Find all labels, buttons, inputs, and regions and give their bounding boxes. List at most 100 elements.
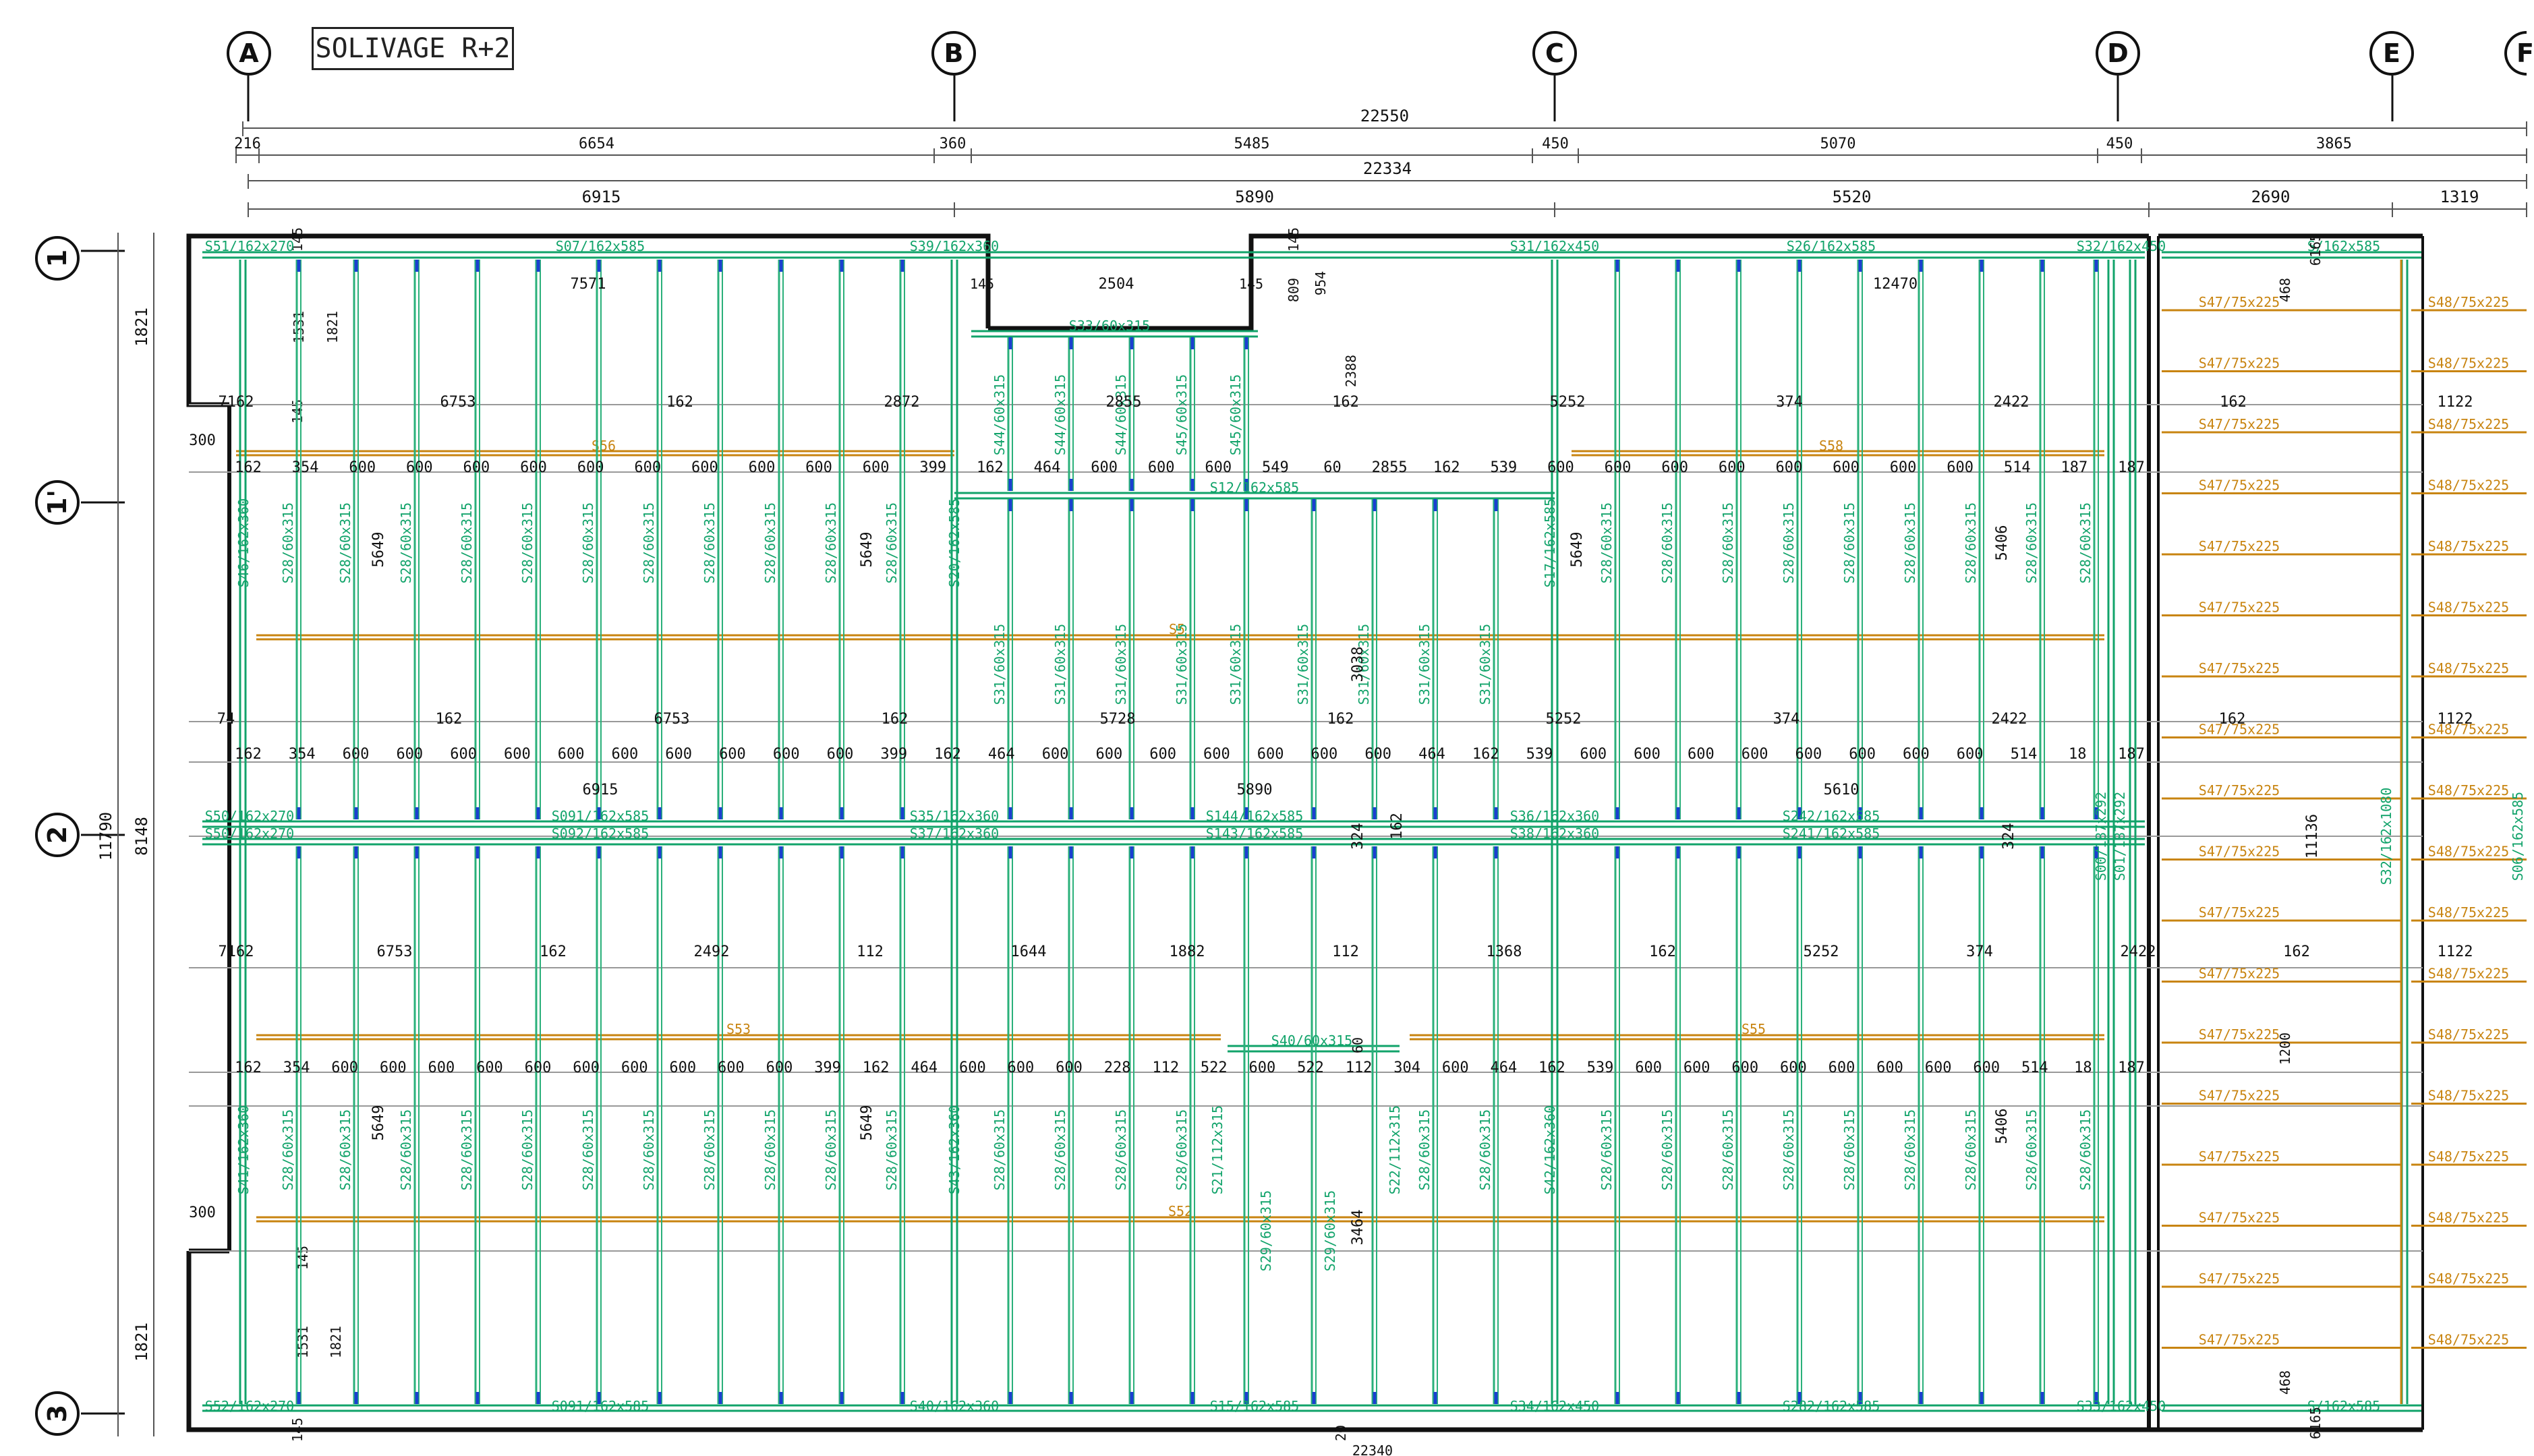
- beam-label: S42/162x360: [1542, 1105, 1558, 1194]
- beam-label: S091/162x585: [552, 808, 650, 824]
- dim-bays-value: 6915: [582, 187, 621, 206]
- beam-label: S17/162x585: [1542, 498, 1558, 587]
- dim-seq-1: 600: [1775, 459, 1802, 476]
- dim-seq-3: 112: [1346, 1059, 1373, 1076]
- beam-label: S40/162x360: [910, 1398, 999, 1414]
- right-bay-label: S47/75x225: [2199, 1148, 2280, 1165]
- right-bay-label: S48/75x225: [2428, 600, 2509, 616]
- dim-seq-2: 600: [343, 746, 370, 763]
- joist-label: S28/60x315: [991, 1109, 1008, 1190]
- dim-misc: 468: [2277, 1370, 2293, 1395]
- dim-seq-3: 354: [283, 1059, 310, 1076]
- wall-outer-north-left: [186, 233, 991, 407]
- beam-label: S22/112x315: [1387, 1105, 1403, 1194]
- beam-label: S33/162x450: [2077, 1398, 2166, 1414]
- dim-misc: 162: [1389, 813, 1406, 840]
- beam-label: S36/162x360: [1510, 808, 1599, 824]
- dim-left-offset-top: 300: [189, 432, 216, 449]
- dim-seq-3: 600: [959, 1059, 986, 1076]
- dim-row-a-bot: 1122: [2438, 711, 2473, 728]
- beam-label: S38/162x360: [1510, 825, 1599, 842]
- joist-label: S31/60x315: [1228, 624, 1244, 705]
- dim-seq-2: 354: [289, 746, 316, 763]
- beam-label: S34/162x450: [1510, 1398, 1599, 1414]
- right-bay-label: S47/75x225: [2199, 1210, 2280, 1226]
- dim-seq-3: 464: [911, 1059, 938, 1076]
- dim-seq-1: 549: [1262, 459, 1289, 476]
- joist-label: S29/60x315: [1322, 1190, 1338, 1271]
- dim-row-a-top: 162: [666, 394, 693, 411]
- right-bay-label: S48/75x225: [2428, 660, 2509, 676]
- right-bay-label: S48/75x225: [2428, 355, 2509, 372]
- dim-seq-2: 600: [827, 746, 854, 763]
- dim-seq-1: 600: [805, 459, 832, 476]
- dim-seq-2: 600: [719, 746, 746, 763]
- axis-bubble-2: 2: [35, 813, 80, 857]
- dim-seq-1: 600: [1833, 459, 1860, 476]
- dim-misc: 22340: [1352, 1443, 1393, 1456]
- dim-row-a-bot: 162: [436, 711, 463, 728]
- dim-seq-2: 600: [612, 746, 639, 763]
- joist-label: S28/60x315: [337, 502, 353, 583]
- beam-label: S33/60x315: [1069, 318, 1150, 334]
- dim-small: 145: [289, 227, 306, 252]
- dim-misc: 954: [1313, 271, 1329, 295]
- joist-label: S31/60x315: [1416, 624, 1433, 705]
- dim-misc: 7571: [571, 276, 606, 293]
- dim-seq-2: 187: [2118, 746, 2145, 763]
- dim-row-a-bot: 74: [217, 711, 235, 728]
- joist-label: S28/60x315: [519, 502, 536, 583]
- dim-row-a-bot: 5252: [1546, 711, 1582, 728]
- joist-label: S28/60x315: [762, 1109, 778, 1190]
- beam-label: S282/162x585: [1783, 1398, 1880, 1414]
- beam-label: S144/162x585: [1206, 808, 1304, 824]
- dim-row-a-top: 162: [1332, 394, 1359, 411]
- joist-label: S28/60x315: [884, 502, 900, 583]
- dim-row-b: 2422: [2121, 943, 2156, 960]
- dim-misc: 12470: [1873, 276, 1918, 293]
- dim-misc: 5649: [859, 532, 875, 568]
- dim-misc: 468: [2277, 278, 2293, 302]
- joist-label: S28/60x315: [1902, 502, 1918, 583]
- dim-row-a-bot: 162: [1327, 711, 1354, 728]
- dim-seq-3: 600: [1876, 1059, 1903, 1076]
- beam-label: S43/162x360: [946, 1105, 962, 1194]
- dim-row-b: 374: [1966, 943, 1993, 960]
- brace-label: S53: [726, 1021, 751, 1037]
- joist-label: S28/60x315: [823, 1109, 839, 1190]
- dim-seq-1: 600: [349, 459, 376, 476]
- right-bay-label: S47/75x225: [2199, 477, 2280, 494]
- joist-label: S44/60x315: [991, 374, 1008, 455]
- beam-label: S01/187x292: [2112, 792, 2128, 881]
- joist-label: S28/60x315: [1963, 1109, 1979, 1190]
- dim-seq-1: 187: [2118, 459, 2145, 476]
- dim-row-a-top: 5252: [1550, 394, 1586, 411]
- dim-seq-2: 600: [1688, 746, 1715, 763]
- dim-seq-3: 162: [1538, 1059, 1565, 1076]
- dim-seq-2: 600: [450, 746, 477, 763]
- dim-seq-1: 600: [520, 459, 547, 476]
- dim-seq-3: 600: [1683, 1059, 1710, 1076]
- joist-label: S28/60x315: [398, 1109, 414, 1190]
- right-bay-label: S47/75x225: [2199, 294, 2280, 310]
- dim-row-b: 1368: [1487, 943, 1522, 960]
- dim-seq-3: 228: [1104, 1059, 1131, 1076]
- dim-misc: 809: [1286, 278, 1302, 302]
- dim-misc: 6165: [2307, 1407, 2324, 1439]
- dim-seq-3: 600: [718, 1059, 745, 1076]
- dim-seq-2: 600: [773, 746, 800, 763]
- dim-seq-3: 522: [1297, 1059, 1324, 1076]
- dim-seq-2: 600: [1257, 746, 1284, 763]
- joist-label: S28/60x315: [1477, 1109, 1493, 1190]
- dim-seq-1: 600: [749, 459, 776, 476]
- dim-seq-2: 162: [1472, 746, 1499, 763]
- joist-label: S28/60x315: [1841, 502, 1858, 583]
- joist-label: S28/60x315: [2023, 1109, 2040, 1190]
- dim-seq-3: 600: [1249, 1059, 1276, 1076]
- joist-label: S31/60x315: [991, 624, 1008, 705]
- right-bay-label: S48/75x225: [2428, 844, 2509, 860]
- dim-seq-1: 464: [1034, 459, 1061, 476]
- dim-seq-2: 600: [665, 746, 692, 763]
- joist-label: S28/60x315: [762, 502, 778, 583]
- beam-label: S12/162x585: [1210, 479, 1299, 496]
